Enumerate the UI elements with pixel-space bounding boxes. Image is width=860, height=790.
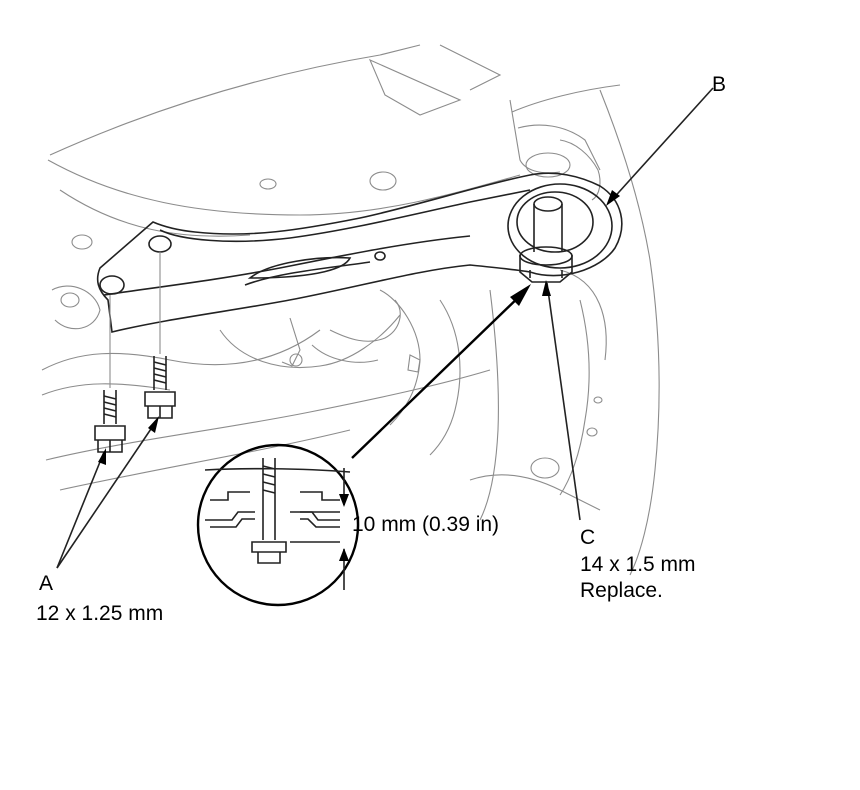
callout-c-spec: 14 x 1.5 mm [580,553,696,576]
callout-c-note: Replace. [580,579,663,602]
callout-a-spec: 12 x 1.25 mm [36,602,163,625]
bolt-a-right [144,356,176,419]
detail-inset [196,443,360,607]
callout-a-letter: A [39,572,53,595]
bolt-a-left [94,390,126,453]
detail-dimension-label: 10 mm (0.39 in) [352,513,499,536]
callout-c-letter: C [580,526,595,549]
vehicle-underbody-background [41,44,660,576]
leader-lines [56,87,714,569]
suspension-arm [96,172,623,333]
callout-b-letter: B [712,73,726,96]
